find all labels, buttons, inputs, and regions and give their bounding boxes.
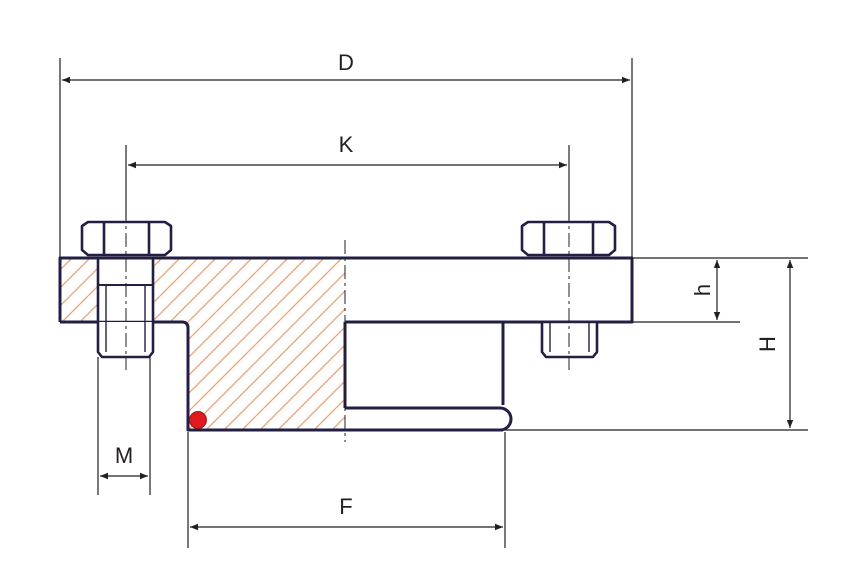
flange-body [58,256,634,432]
dimension-lines [62,76,794,531]
hatch-line [60,258,91,430]
hatch-line [646,240,846,440]
label-H: H [755,336,780,352]
hatch-line [267,258,345,430]
hatch-line [610,240,810,440]
hatch-line [231,258,345,430]
hatch-line [0,240,54,440]
hatch-line [249,258,345,430]
center-lines [125,208,570,442]
hatch-line [195,258,345,430]
hatch-line [177,258,345,430]
hatch-line [502,240,702,440]
hatch-line [60,258,109,430]
label-K: K [339,132,354,157]
hatch-line [141,258,343,430]
label-D: D [338,50,354,75]
hatch-line [0,240,18,440]
label-h: h [690,284,715,296]
hatch-line [303,258,345,430]
hatch-line [339,258,345,430]
label-F: F [339,494,352,519]
hatch-line [574,240,774,440]
hatch-line [213,258,345,430]
hatch-line [159,258,345,430]
label-M: M [115,443,133,468]
hatch-line [321,258,345,430]
hatch-line [628,240,828,440]
hatch-line [0,240,36,440]
hatch-line [285,258,345,430]
hatch-line [358,240,558,440]
hatch-line [430,240,630,440]
hatch-line [60,258,127,430]
extension-lines [59,58,808,548]
seal-dot [189,411,207,429]
